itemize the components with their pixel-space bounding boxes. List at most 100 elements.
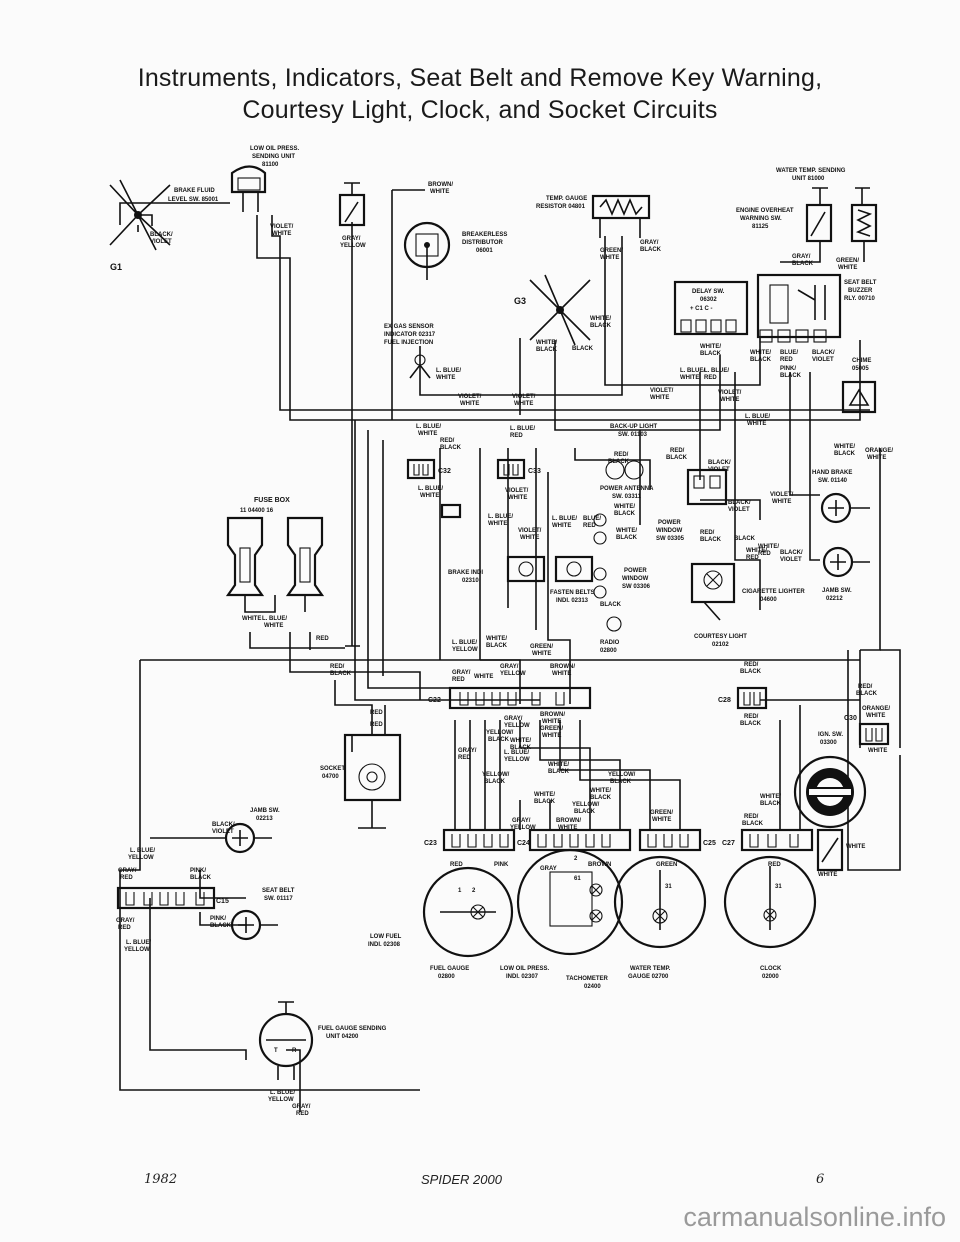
seat-belt-buzzer-icon (756, 273, 842, 343)
svg-text:YELLOW: YELLOW (340, 243, 366, 249)
svg-text:BLACK: BLACK (700, 351, 722, 357)
svg-text:UNIT 81000: UNIT 81000 (792, 176, 825, 182)
svg-text:BLACK: BLACK (330, 671, 352, 677)
ex-gas-indicator-icon (409, 354, 431, 379)
svg-text:WHITE: WHITE (532, 651, 551, 657)
svg-text:BLUE/: BLUE/ (780, 350, 798, 356)
svg-text:RED: RED (458, 755, 471, 761)
svg-text:GRAY/: GRAY/ (504, 716, 523, 722)
jamb-switch-left-icon (224, 822, 272, 854)
svg-text:C24: C24 (517, 840, 530, 847)
svg-text:02400: 02400 (584, 984, 601, 990)
svg-text:L. BLUE/: L. BLUE/ (130, 848, 155, 854)
svg-text:VIOLET/: VIOLET/ (458, 394, 482, 400)
svg-text:VIOLET/: VIOLET/ (270, 224, 294, 230)
svg-text:L. BLUE/: L. BLUE/ (704, 368, 729, 374)
svg-text:WHITE/: WHITE/ (548, 762, 569, 768)
svg-text:L. BLUE/: L. BLUE/ (126, 940, 151, 946)
svg-text:BLACK: BLACK (734, 536, 756, 542)
overheat-switch-icon (780, 187, 878, 263)
svg-text:C30: C30 (844, 715, 857, 722)
svg-text:02800: 02800 (600, 648, 617, 654)
svg-text:LOW OIL PRESS.: LOW OIL PRESS. (250, 146, 300, 152)
svg-text:ORANGE/: ORANGE/ (865, 448, 893, 454)
svg-text:GRAY/: GRAY/ (116, 918, 135, 924)
svg-text:BLACK: BLACK (856, 691, 878, 697)
svg-text:PINK: PINK (494, 862, 509, 868)
svg-text:YELLOW: YELLOW (510, 825, 536, 831)
svg-text:C22: C22 (428, 697, 441, 704)
svg-text:RED/: RED/ (330, 664, 345, 670)
svg-text:02310: 02310 (462, 578, 479, 584)
water-temp-gauge-icon (613, 855, 707, 949)
connector-c30-icon (858, 722, 890, 746)
seat-belt-switch-icon (230, 909, 278, 941)
svg-text:BREAKERLESS: BREAKERLESS (462, 232, 507, 238)
svg-text:WHITE: WHITE (436, 375, 455, 381)
svg-text:RED/: RED/ (744, 662, 759, 668)
svg-text:RED: RED (120, 875, 133, 881)
svg-text:2: 2 (574, 856, 578, 862)
svg-text:WHITE: WHITE (838, 265, 857, 271)
svg-text:BROWN: BROWN (588, 862, 611, 868)
svg-text:CLOCK: CLOCK (760, 966, 782, 972)
svg-text:GRAY/: GRAY/ (118, 868, 137, 874)
svg-text:RED: RED (583, 523, 596, 529)
hand-brake-switch-icon (820, 492, 870, 524)
svg-text:VIOLET/: VIOLET/ (505, 488, 529, 494)
svg-text:TACHOMETER: TACHOMETER (566, 976, 609, 982)
svg-text:BUZZER: BUZZER (848, 288, 873, 294)
svg-text:T: T (274, 1048, 278, 1054)
svg-text:EX GAS SENSOR: EX GAS SENSOR (384, 324, 434, 330)
connector-c33-icon (496, 458, 526, 480)
brake-fluid-switch-icon (230, 165, 267, 212)
svg-text:BLACK/: BLACK/ (780, 550, 803, 556)
svg-text:WHITE: WHITE (430, 189, 449, 195)
svg-text:RED/: RED/ (700, 530, 715, 536)
svg-text:WHITE: WHITE (418, 431, 437, 437)
svg-text:BLACK: BLACK (572, 346, 594, 352)
label-g1: G1 (110, 262, 122, 272)
svg-text:INDICATOR 02317: INDICATOR 02317 (384, 332, 436, 338)
svg-text:SW. 01103: SW. 01103 (618, 432, 648, 438)
svg-text:RED/: RED/ (614, 452, 629, 458)
svg-text:GRAY/: GRAY/ (500, 664, 519, 670)
svg-text:GRAY/: GRAY/ (640, 240, 659, 246)
svg-text:02213: 02213 (256, 816, 273, 822)
page-title-line-1: Instruments, Indicators, Seat Belt and R… (137, 64, 823, 92)
svg-text:04700: 04700 (322, 774, 339, 780)
svg-text:VIOLET/: VIOLET/ (512, 394, 536, 400)
svg-text:L. BLUE/: L. BLUE/ (504, 750, 529, 756)
svg-text:BLACK: BLACK (740, 721, 762, 727)
svg-text:RED: RED (768, 862, 781, 868)
svg-text:WINDOW: WINDOW (656, 528, 683, 534)
svg-text:ENGINE OVERHEAT: ENGINE OVERHEAT (736, 208, 794, 214)
fuel-sender-icon (258, 1001, 314, 1080)
svg-text:31: 31 (775, 884, 782, 890)
svg-text:WHITE/: WHITE/ (750, 350, 771, 356)
svg-text:RED: RED (452, 677, 465, 683)
svg-text:WHITE/: WHITE/ (486, 636, 507, 642)
svg-text:WHITE: WHITE (520, 535, 539, 541)
svg-text:WARNING SW.: WARNING SW. (740, 216, 782, 222)
svg-text:BLACK: BLACK (616, 535, 638, 541)
svg-text:FUEL GAUGE: FUEL GAUGE (430, 966, 469, 972)
svg-text:BRAKE INDI: BRAKE INDI (448, 570, 483, 576)
svg-text:WHITE/: WHITE/ (536, 340, 557, 346)
svg-text:WHITE: WHITE (720, 397, 739, 403)
power-window-switch-2-icon (593, 567, 607, 599)
svg-text:L. BLUE/: L. BLUE/ (745, 414, 770, 420)
svg-text:RLY. 00710: RLY. 00710 (844, 296, 875, 302)
svg-text:INDI. 02307: INDI. 02307 (506, 974, 539, 980)
svg-text:BLACK: BLACK (536, 347, 558, 353)
connector-c22-icon (448, 686, 592, 710)
svg-text:WHITE: WHITE (600, 255, 619, 261)
fuse-box-icon (225, 516, 325, 613)
svg-text:VIOLET: VIOLET (728, 507, 750, 513)
svg-text:BLACK/: BLACK/ (708, 460, 731, 466)
footer-model: SPIDER 2000 (421, 1172, 502, 1187)
svg-text:GAUGE 02700: GAUGE 02700 (628, 974, 669, 980)
svg-text:SENDING UNIT: SENDING UNIT (252, 154, 295, 160)
svg-text:SW. 01117: SW. 01117 (264, 896, 293, 902)
power-antenna-switch-icon (605, 460, 644, 480)
